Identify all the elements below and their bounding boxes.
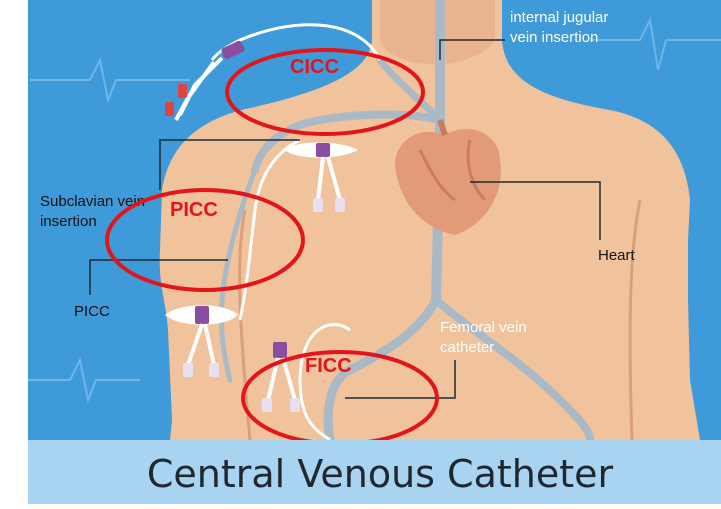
banner-title: Central Venous Catheter	[147, 452, 614, 496]
picc-circle-label: PICC	[170, 199, 218, 221]
label-internal-jugular-line2: vein insertion	[510, 29, 598, 46]
label-heart: Heart	[598, 247, 636, 264]
label-femoral-line2: catheter	[440, 339, 494, 356]
label-internal-jugular-line1: internal jugular	[510, 9, 608, 26]
ficc-circle-label: FICC	[305, 355, 352, 377]
label-femoral-line1: Femoral vein	[440, 319, 527, 336]
label-subclavian-line2: insertion	[40, 213, 97, 230]
cicc-circle-label: CICC	[290, 56, 339, 78]
label-picc: PICC	[74, 303, 110, 320]
